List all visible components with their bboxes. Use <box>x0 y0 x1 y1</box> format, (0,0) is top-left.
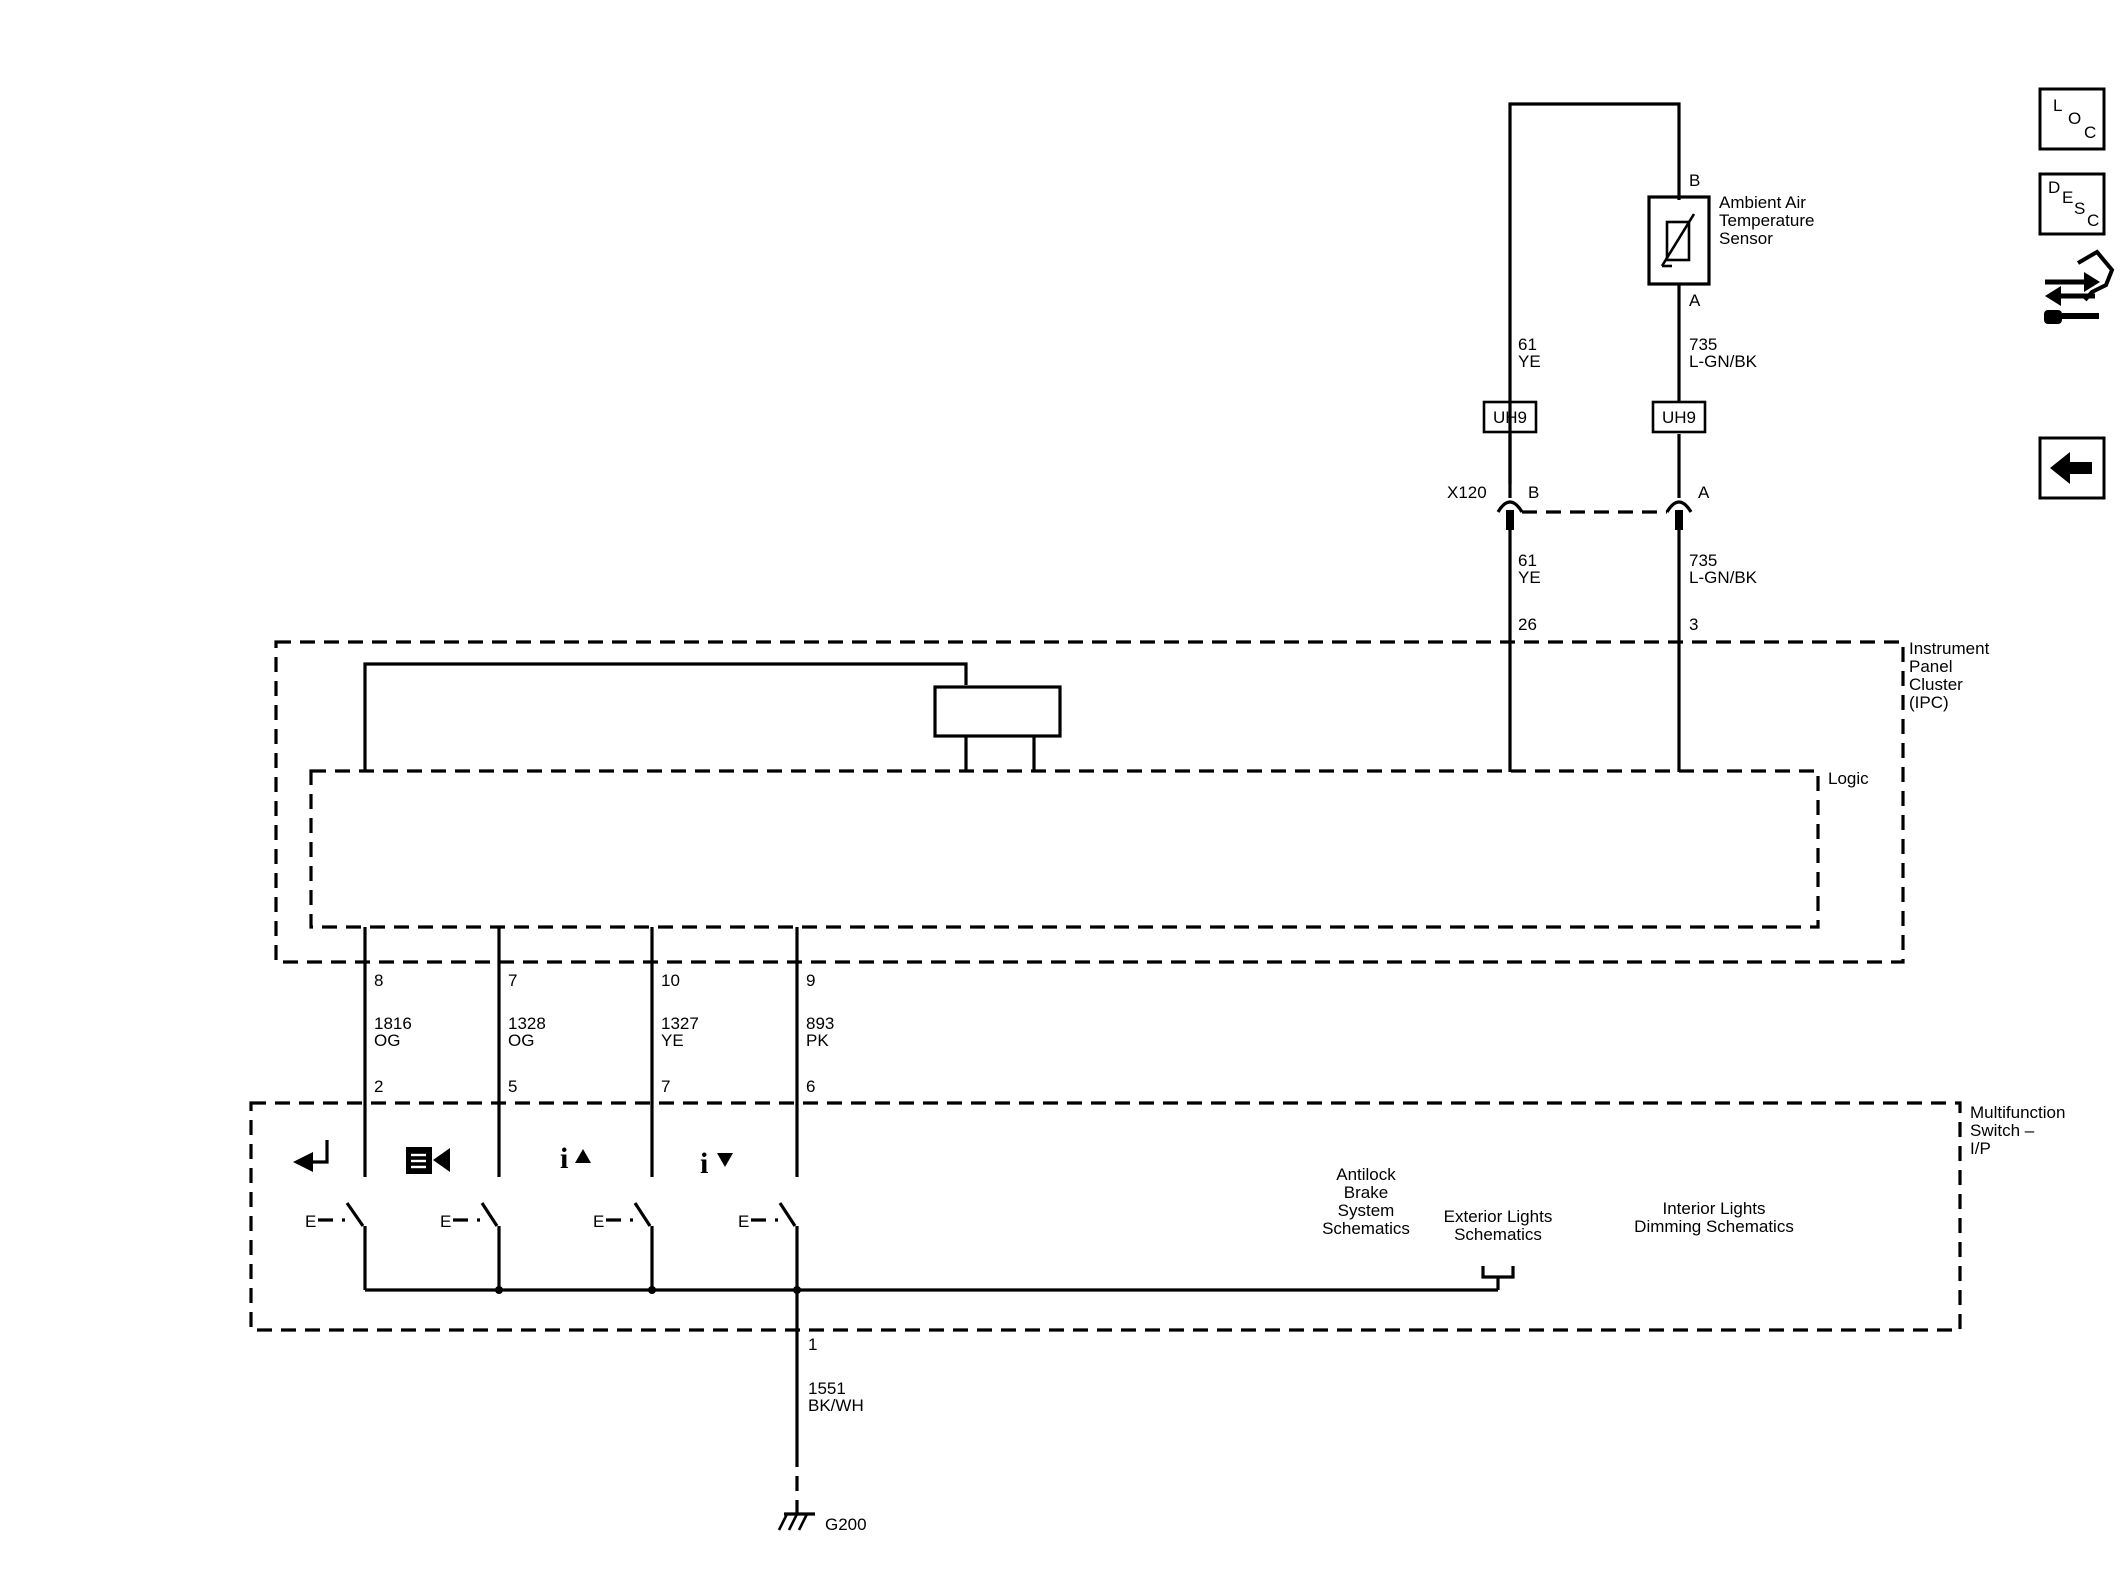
sensor-circuit <box>1508 102 1711 772</box>
switch-ground-pin: 1 <box>808 1335 817 1354</box>
loc-letter-l: L <box>2053 96 2062 115</box>
svg-text:E: E <box>593 1212 604 1231</box>
svg-text:E: E <box>440 1212 451 1231</box>
back-arrow-icon <box>2050 452 2092 484</box>
switch-pin-6: 6 <box>806 1077 815 1096</box>
switch-contact-info-down: E <box>738 1202 799 1290</box>
wire-1816-circuit: 1816 <box>374 1014 412 1033</box>
ipc-pin-8: 8 <box>374 971 383 990</box>
desc-letter-e: E <box>2062 188 2073 207</box>
svg-text:E: E <box>305 1212 316 1231</box>
svg-text:UH9: UH9 <box>1662 408 1696 427</box>
ipc-pin-26: 26 <box>1518 615 1537 634</box>
wire-893-circuit: 893 <box>806 1014 834 1033</box>
connector-x120-pin-b: B <box>1528 483 1539 502</box>
switch-common-bus <box>365 1266 1515 1294</box>
location-button[interactable]: L O C <box>2038 87 2106 151</box>
svg-text:i: i <box>560 1142 568 1175</box>
ipc-logic-label: Logic <box>1828 769 1869 788</box>
harness-uh9-right: UH9 <box>1651 400 1707 434</box>
wire-735-upper-color: L-GN/BK <box>1689 352 1758 371</box>
ipc-pin-10: 10 <box>661 971 680 990</box>
switch-pin-5: 5 <box>508 1077 517 1096</box>
loc-letter-c: C <box>2084 123 2096 142</box>
info-down-icon: i <box>700 1147 733 1180</box>
wire-61-upper-color: YE <box>1518 352 1541 371</box>
switch-pin-7: 7 <box>661 1077 670 1096</box>
desc-letter-d: D <box>2048 178 2060 197</box>
enter-icon <box>293 1140 329 1172</box>
wire-735-upper-circuit: 735 <box>1689 335 1717 354</box>
description-button[interactable]: D E S C <box>2038 172 2106 236</box>
svg-text:UH9: UH9 <box>1493 408 1527 427</box>
connector-x120-pin-a: A <box>1698 483 1710 502</box>
desc-letter-c: C <box>2087 211 2099 230</box>
menu-icon <box>406 1147 450 1174</box>
ipc-pin-9: 9 <box>806 971 815 990</box>
ipc-pin-3: 3 <box>1689 615 1698 634</box>
loc-letter-o: O <box>2068 109 2081 128</box>
wire-1551-color: BK/WH <box>808 1396 864 1415</box>
wire-735-lower-color: L-GN/BK <box>1689 568 1758 587</box>
svg-text:E: E <box>738 1212 749 1231</box>
ipc-logic-outline <box>309 769 1820 929</box>
wire-1816-color: OG <box>374 1031 400 1050</box>
sensor-pin-b: B <box>1689 171 1700 190</box>
harness-uh9-left: UH9 <box>1482 400 1538 434</box>
info-up-icon: i <box>560 1142 591 1175</box>
instrument-panel-cluster-outline <box>274 640 1905 964</box>
connector-end-view-icon[interactable] <box>2044 249 2115 324</box>
switch-contact-info-up: E <box>593 1202 654 1290</box>
wire-1327-color: YE <box>661 1031 684 1050</box>
ipc-to-switch-wires <box>363 927 799 1177</box>
ipc-pin-7: 7 <box>508 971 517 990</box>
wire-1328-color: OG <box>508 1031 534 1050</box>
wire-893-color: PK <box>806 1031 829 1050</box>
svg-text:i: i <box>700 1147 708 1180</box>
connector-x120-label: X120 <box>1447 483 1487 502</box>
wire-61-lower-circuit: 61 <box>1518 551 1537 570</box>
desc-letter-s: S <box>2074 199 2085 218</box>
ipc-internal-component <box>363 662 1062 771</box>
wire-1551-circuit: 1551 <box>808 1379 846 1398</box>
ground-circuit <box>777 1290 815 1531</box>
multifunction-switch-outline <box>249 1101 1962 1332</box>
connector-x120 <box>1496 500 1693 530</box>
switch-contact-menu: E <box>440 1202 501 1290</box>
wire-61-upper-circuit: 61 <box>1518 335 1537 354</box>
wire-735-lower-circuit: 735 <box>1689 551 1717 570</box>
ground-g200-label: G200 <box>825 1515 867 1534</box>
switch-contact-enter: E <box>305 1202 367 1290</box>
wire-1327-circuit: 1327 <box>661 1014 699 1033</box>
sensor-pin-a: A <box>1689 291 1701 310</box>
back-button[interactable] <box>2038 436 2106 500</box>
wire-61-lower-color: YE <box>1518 568 1541 587</box>
switch-pin-2: 2 <box>374 1077 383 1096</box>
wire-1328-circuit: 1328 <box>508 1014 546 1033</box>
